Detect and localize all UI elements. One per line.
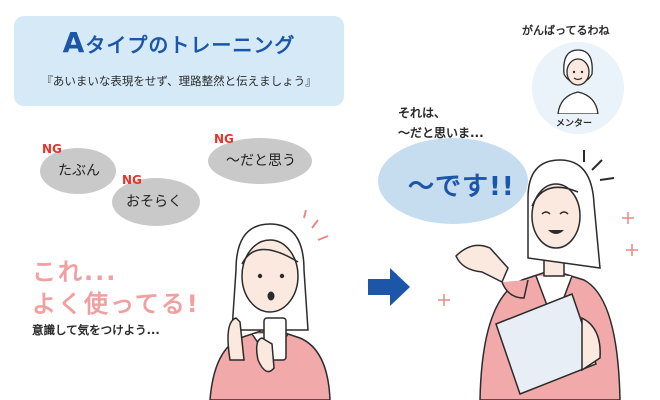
- caption-line1: これ...: [32, 258, 118, 286]
- ng-bubble-text: たぶん: [58, 163, 100, 179]
- ng-bubble-text: おそらく: [126, 194, 182, 210]
- speech-small-line1: それは、: [398, 106, 447, 120]
- ng-bubble-tabun: [40, 148, 116, 194]
- woman-presenting-illustration: [438, 150, 638, 400]
- speech-small-line2: 〜だと思いま...: [398, 126, 484, 140]
- arrow-right-icon: [368, 268, 410, 306]
- caption-note: 意識して気をつけよう...: [32, 323, 160, 337]
- ng-bubble-text: 〜だと思う: [226, 153, 296, 169]
- mentor-thought: がんばってるわね: [522, 24, 610, 37]
- ng-bubble-dato-omou: [208, 138, 312, 184]
- woman-with-phone-illustration: [209, 210, 331, 400]
- speech-big-text: 〜です!!: [408, 172, 515, 202]
- ng-tag: NG: [214, 132, 234, 146]
- page-title: Aタイプのトレーニング: [14, 26, 344, 59]
- caption-line2: よく使ってる!: [32, 290, 200, 318]
- mentor-label: メンター: [556, 119, 593, 129]
- title-letter: A: [62, 26, 86, 59]
- speech-bubble: [378, 138, 528, 224]
- ng-tag: NG: [122, 173, 142, 187]
- title-banner: [14, 16, 344, 106]
- ng-bubble-osoraku: [112, 178, 200, 226]
- ng-tag: NG: [42, 142, 62, 156]
- mentor-illustration: [557, 49, 599, 114]
- title-text: タイプのトレーニング: [85, 33, 296, 57]
- page-subtitle: 『あいまいな表現をせず、理路整然と伝えましょう』: [41, 74, 317, 88]
